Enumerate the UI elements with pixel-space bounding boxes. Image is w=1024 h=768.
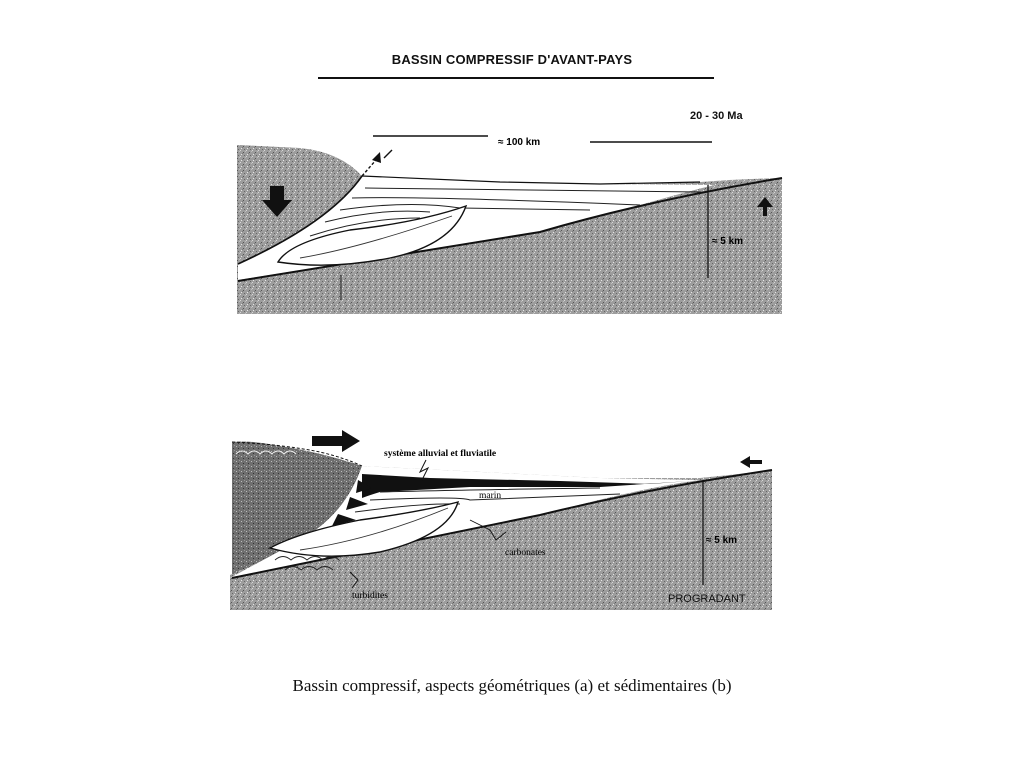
turbidites-leader xyxy=(349,571,359,589)
alluvial-leader xyxy=(418,459,430,481)
diagram-b xyxy=(230,430,773,610)
left-arrow-icon xyxy=(740,456,762,468)
turbidite-scallops xyxy=(274,556,340,571)
lens-inner-line xyxy=(299,215,453,259)
sediment-lens xyxy=(276,204,468,266)
stratum-line xyxy=(369,493,621,501)
age-label: 20 - 30 Ma xyxy=(690,110,743,122)
thrust-direction-right-arrow-icon xyxy=(312,430,360,452)
fault-arrow-tail xyxy=(383,149,393,159)
basement-surface xyxy=(231,469,773,579)
alluvial-fluvial-system xyxy=(362,474,690,498)
label-marin: marin xyxy=(479,491,501,501)
stratum-line xyxy=(364,187,701,193)
stratum-line xyxy=(351,197,641,206)
carbonates-leader xyxy=(469,519,507,541)
top-surface xyxy=(361,175,701,185)
basement-surface xyxy=(237,177,783,282)
depth-label-a: ≈ 5 km xyxy=(712,236,743,247)
uplift-up-arrow-icon xyxy=(757,197,773,216)
scale-horizontal-label: ≈ 100 km xyxy=(498,137,540,148)
thrust-wedge xyxy=(232,441,362,575)
stratum-line xyxy=(309,217,421,237)
wedge-texture xyxy=(235,450,297,455)
diagram-a xyxy=(237,135,783,314)
sediment-lens xyxy=(268,501,460,557)
depth-label-b: ≈ 5 km xyxy=(706,535,737,546)
fault-arrow-icon xyxy=(372,152,381,163)
subsidence-down-arrow-icon xyxy=(262,186,292,217)
figure-caption: Bassin compressif, aspects géométriques … xyxy=(292,676,732,695)
label-turbidites: turbidites xyxy=(352,591,388,601)
stratum-line xyxy=(324,210,431,223)
stratum-line xyxy=(379,487,601,493)
label-progradant: PROGRADANT xyxy=(668,593,746,605)
thrust-front-line xyxy=(237,175,363,265)
fault-trace xyxy=(361,159,377,177)
stratum-line xyxy=(339,203,591,211)
label-alluvial: système alluvial et fluviatile xyxy=(384,449,496,459)
title-underline xyxy=(318,77,714,79)
label-carbonates: carbonates xyxy=(505,548,546,558)
lens-inner-line xyxy=(299,507,449,551)
diagram-title: BASSIN COMPRESSIF D'AVANT-PAYS xyxy=(391,52,633,67)
